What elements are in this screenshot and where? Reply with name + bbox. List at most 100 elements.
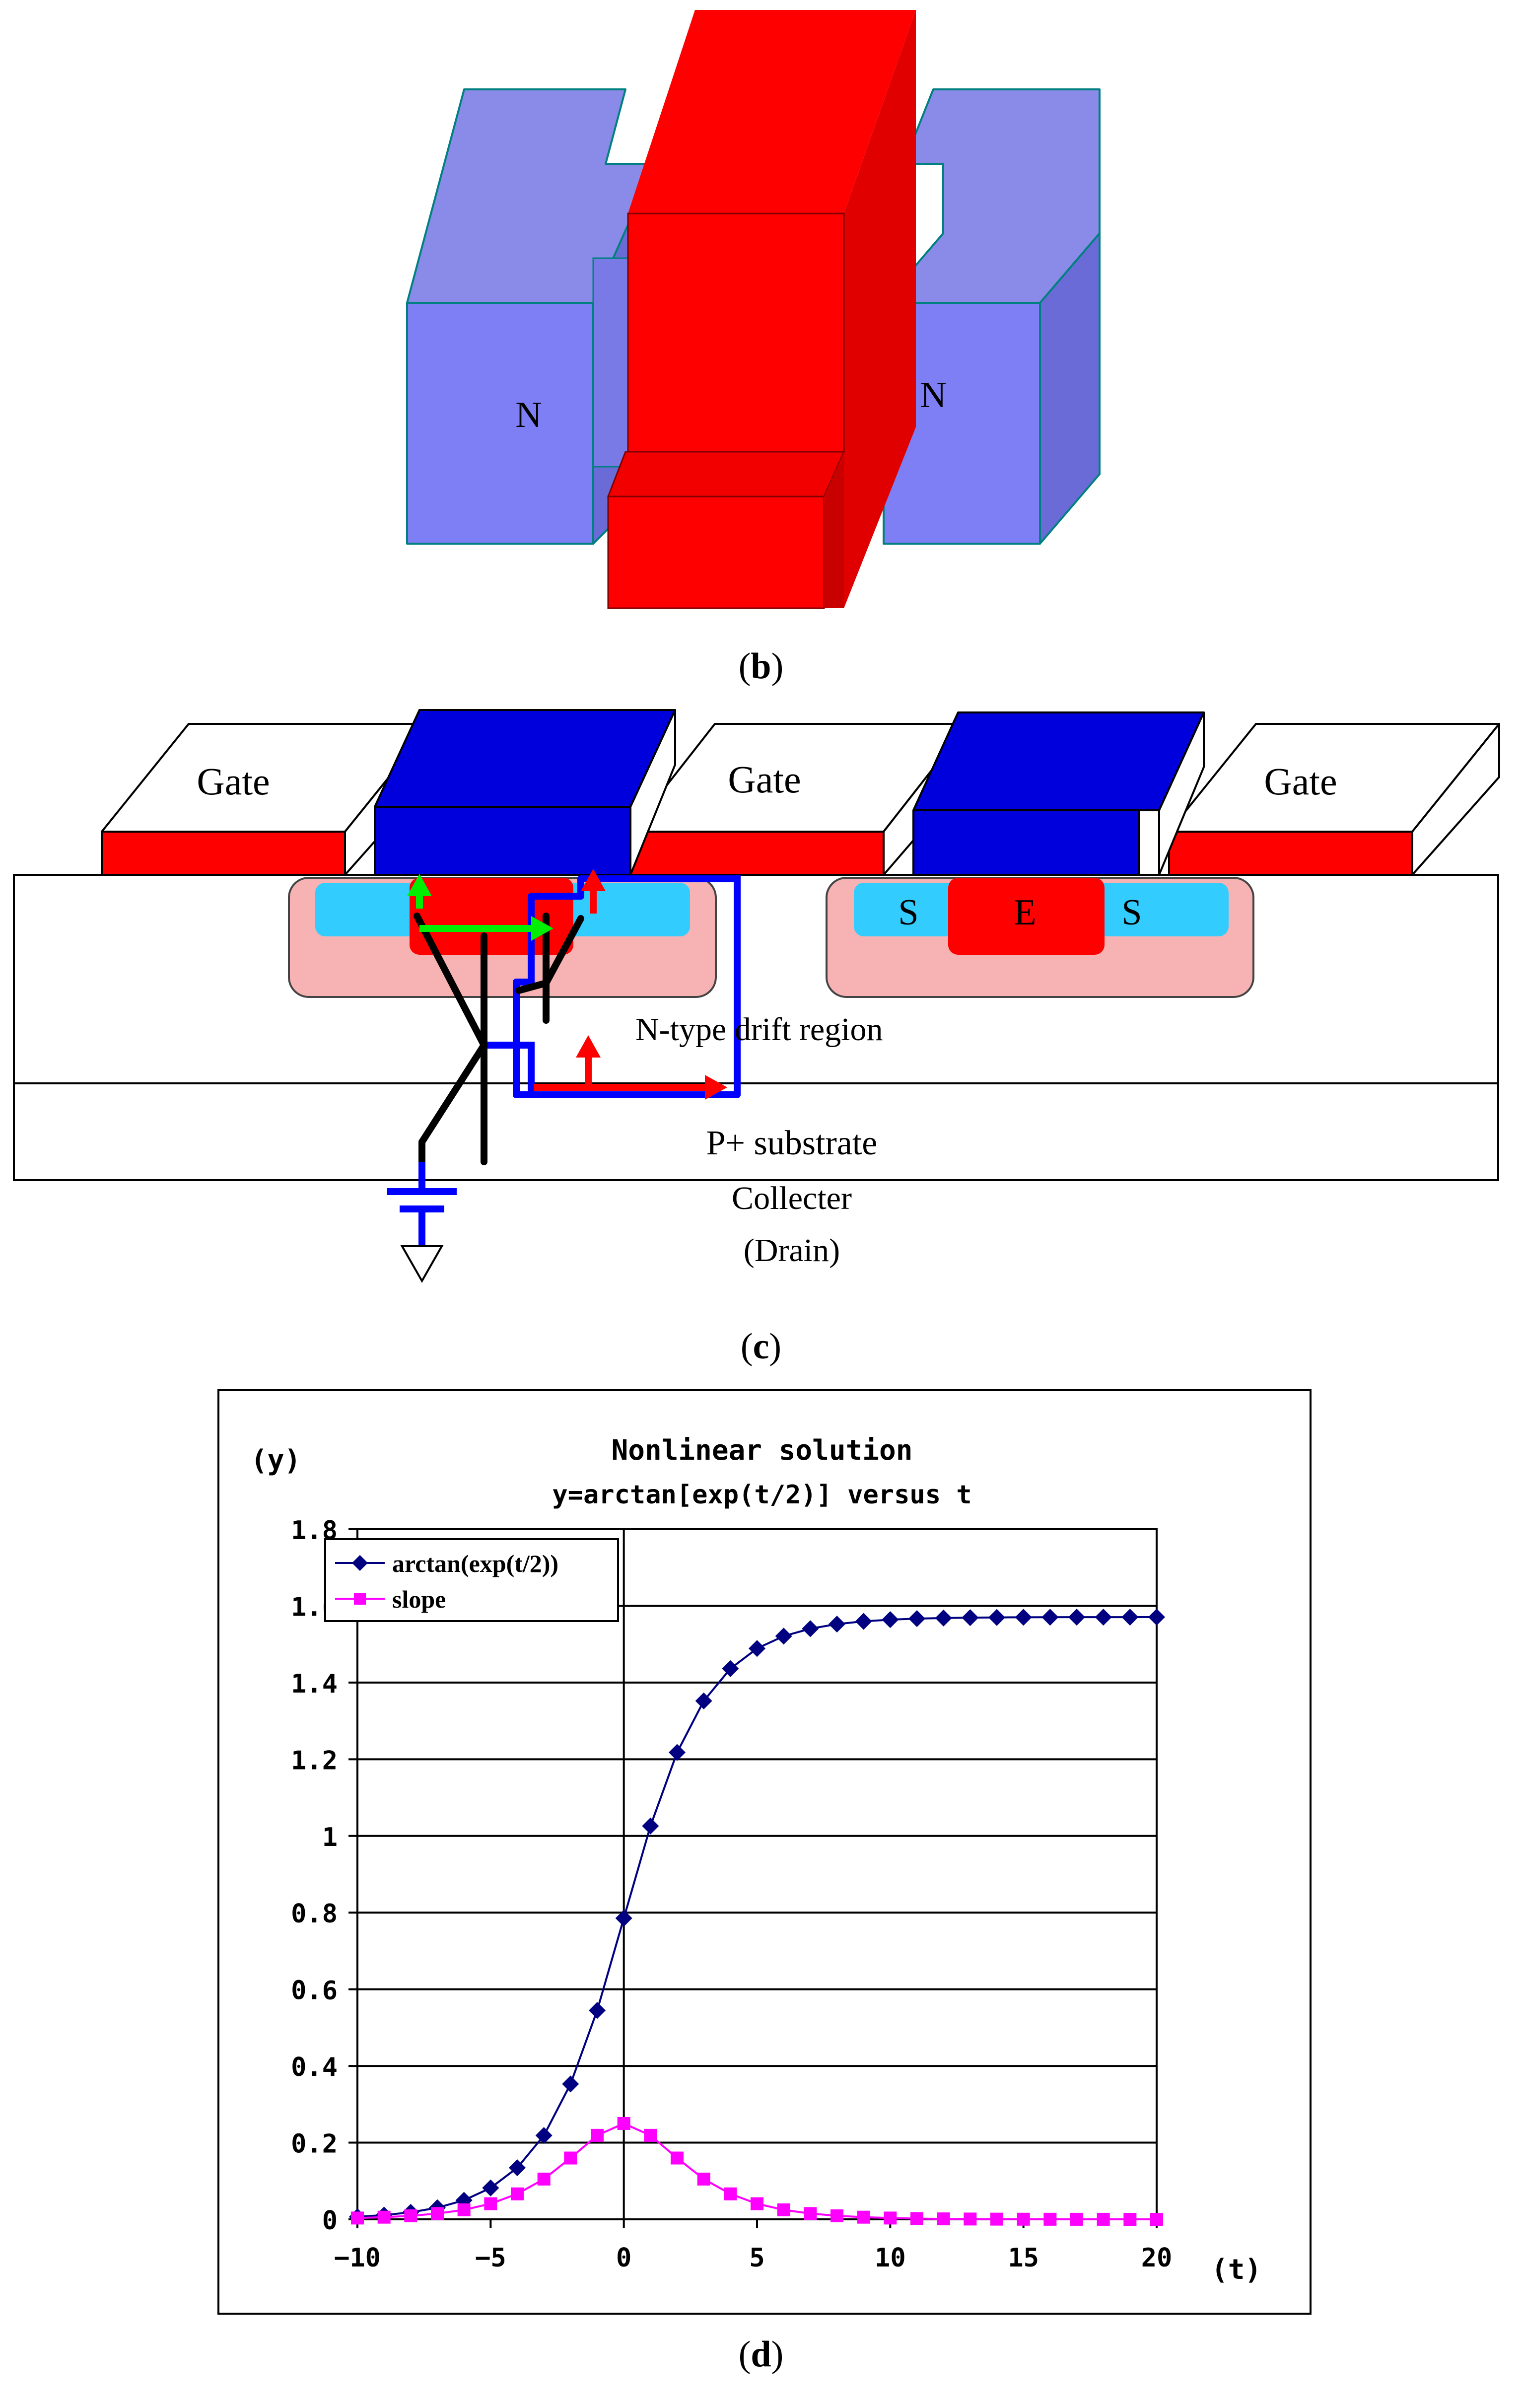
figure-c: S E S Gate Gate Gate xyxy=(0,695,1522,1365)
x-tick-label: 5 xyxy=(749,2243,764,2273)
left-channel-connector xyxy=(592,257,629,468)
gate-right xyxy=(1168,723,1500,876)
point-slope xyxy=(884,2211,897,2225)
source-left-label: S xyxy=(898,892,918,933)
legend-marker-diamond xyxy=(352,1555,368,1571)
point-slope xyxy=(751,2197,763,2210)
point-slope xyxy=(431,2207,444,2220)
gate-right-label: Gate xyxy=(1264,760,1337,803)
caption-c-open: ( xyxy=(740,1326,753,1367)
chart-subtitle: y=arctan[exp(t/2)] versus t xyxy=(552,1480,971,1510)
point-slope xyxy=(804,2207,817,2220)
caption-d-letter: d xyxy=(751,2334,771,2375)
point-slope xyxy=(1043,2212,1057,2226)
point-slope xyxy=(990,2212,1003,2226)
collector-label: Collecter xyxy=(732,1180,852,1216)
y-tick-label: 0.4 xyxy=(291,2053,338,2082)
point-slope xyxy=(591,2128,604,2142)
point-slope xyxy=(537,2172,551,2186)
caption-d-close: ) xyxy=(771,2334,784,2375)
point-arctan xyxy=(882,1611,899,1629)
point-slope xyxy=(910,2212,923,2225)
point-slope xyxy=(511,2187,524,2200)
hole-arrows xyxy=(534,869,727,1100)
point-arctan xyxy=(509,2159,526,2177)
y-tick-label: 0.8 xyxy=(291,1899,338,1929)
caption-c-letter: c xyxy=(753,1326,769,1367)
right-n-region xyxy=(863,88,1101,545)
point-arctan xyxy=(562,2075,579,2093)
point-slope xyxy=(404,2209,417,2222)
emitter-right xyxy=(948,878,1105,955)
point-arctan xyxy=(695,1692,712,1709)
red-gate-column xyxy=(607,10,916,609)
caption-c-close: ) xyxy=(769,1326,782,1367)
x-tick-label: −5 xyxy=(475,2243,506,2273)
point-slope xyxy=(1017,2212,1030,2226)
point-arctan xyxy=(482,2179,499,2196)
point-arctan xyxy=(775,1628,792,1645)
y-tick-label: 0 xyxy=(322,2206,338,2236)
point-slope xyxy=(830,2209,843,2222)
gate-middle-label: Gate xyxy=(728,758,801,801)
legend: arctan(exp(t/2)) slope xyxy=(324,1538,619,1622)
point-slope xyxy=(1123,2213,1137,2226)
point-slope xyxy=(724,2187,737,2200)
point-arctan xyxy=(535,2127,553,2144)
point-arctan xyxy=(642,1817,659,1835)
point-arctan xyxy=(935,1609,952,1627)
chart-title: Nonlinear solution xyxy=(612,1434,913,1467)
point-arctan xyxy=(1015,1609,1032,1626)
x-tick-label: 20 xyxy=(1141,2243,1173,2273)
caption-b: (b) xyxy=(0,645,1522,688)
figure-b-drawing: N N xyxy=(406,10,1101,609)
legend-box xyxy=(324,1538,619,1622)
y-tick-label: 1.2 xyxy=(291,1746,338,1775)
caption-b-open: ( xyxy=(738,646,751,687)
caption-c: (c) xyxy=(0,1326,1522,1368)
caption-d: (d) xyxy=(0,2334,1522,2376)
point-slope xyxy=(671,2151,684,2165)
point-slope xyxy=(937,2212,950,2226)
emitter-label: E xyxy=(1014,892,1036,933)
parasitic-transistor xyxy=(414,913,584,1165)
x-tick-label: −10 xyxy=(334,2243,381,2273)
substrate-label: P+ substrate xyxy=(706,1124,878,1162)
point-arctan xyxy=(988,1609,1005,1626)
figure-d: Nonlinear solution y=arctan[exp(t/2)] ve… xyxy=(0,1380,1522,2343)
point-arctan xyxy=(1148,1608,1165,1626)
point-slope xyxy=(1097,2212,1110,2226)
point-arctan xyxy=(908,1610,925,1628)
point-arctan xyxy=(855,1613,872,1630)
caption-b-close: ) xyxy=(771,646,784,687)
legend-label: slope xyxy=(392,1585,446,1613)
point-arctan xyxy=(962,1609,979,1627)
drift-region-label: N-type drift region xyxy=(635,1011,883,1048)
legend-label: arctan(exp(t/2)) xyxy=(392,1550,558,1577)
y-tick-label: 0.2 xyxy=(291,2129,338,2159)
legend-marker-square xyxy=(354,1593,366,1605)
point-arctan xyxy=(1095,1609,1112,1626)
current-path-branch xyxy=(484,1042,535,1095)
point-slope xyxy=(1150,2213,1163,2226)
point-slope xyxy=(457,2203,471,2216)
p-substrate xyxy=(13,1082,1499,1181)
gate-left-label: Gate xyxy=(197,760,270,803)
left-n-label: N xyxy=(515,395,542,435)
caption-b-letter: b xyxy=(751,646,771,687)
point-slope xyxy=(857,2210,870,2224)
point-arctan xyxy=(802,1620,819,1637)
figure-c-drawing: S E S Gate Gate Gate xyxy=(13,709,1500,1283)
point-arctan xyxy=(1068,1609,1085,1626)
point-slope xyxy=(644,2128,657,2142)
point-arctan xyxy=(669,1744,686,1761)
y-tick-label: 1 xyxy=(322,1823,338,1852)
point-arctan xyxy=(1041,1609,1059,1626)
point-arctan xyxy=(615,1910,632,1927)
current-path xyxy=(513,875,741,1098)
point-arctan xyxy=(589,2002,606,2019)
figure-b: N N xyxy=(0,0,1522,695)
point-slope xyxy=(964,2212,977,2226)
point-slope xyxy=(377,2210,391,2224)
point-slope xyxy=(1070,2212,1083,2226)
